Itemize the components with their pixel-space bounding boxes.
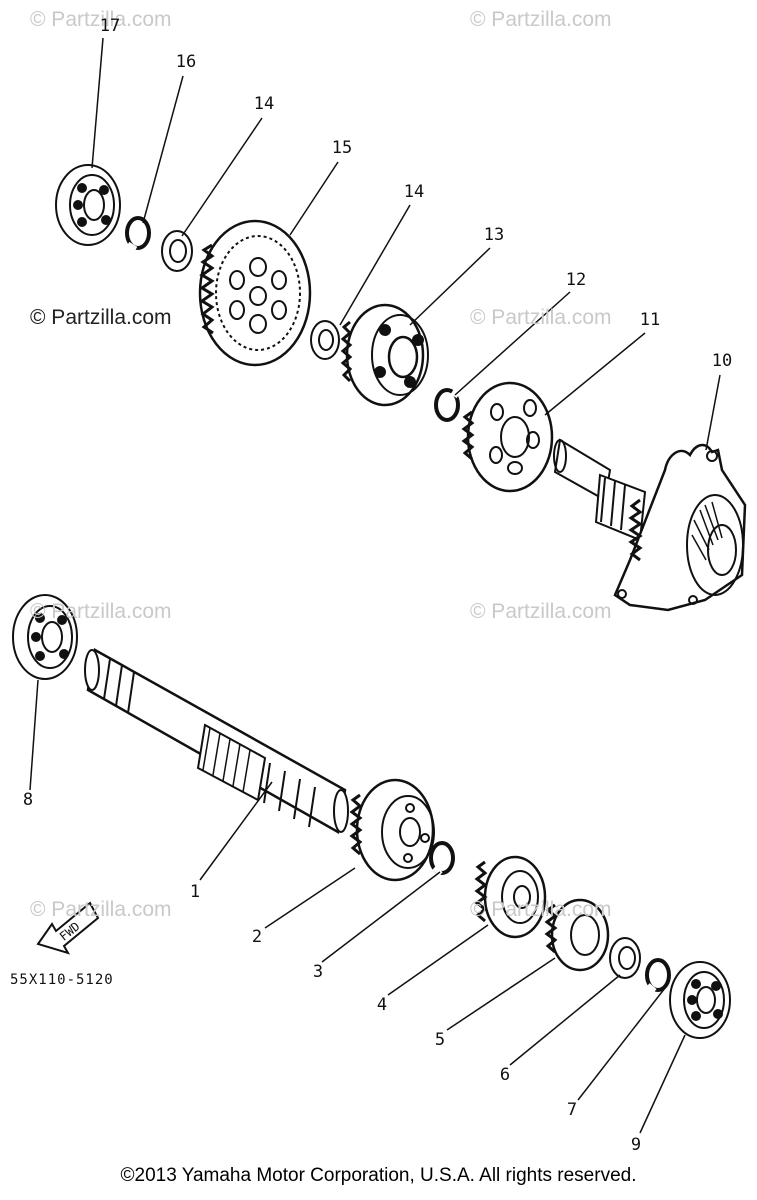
- part-14-washer-2[interactable]: [310, 320, 340, 360]
- callout-9[interactable]: 9: [630, 1135, 642, 1155]
- watermark: © Partzilla.com: [30, 8, 172, 31]
- watermark: © Partzilla.com: [470, 600, 612, 623]
- callout-13[interactable]: 13: [483, 225, 505, 245]
- part-11-gear[interactable]: [461, 381, 554, 493]
- part-10-output-shaft[interactable]: [553, 438, 747, 612]
- callout-2[interactable]: 2: [251, 927, 263, 947]
- callout-14[interactable]: 14: [403, 182, 425, 202]
- callout-12[interactable]: 12: [565, 270, 587, 290]
- callout-6[interactable]: 6: [499, 1065, 511, 1085]
- part-7-circlip[interactable]: [645, 958, 671, 993]
- part-4-gear[interactable]: [474, 855, 547, 939]
- part-15-gear[interactable]: [198, 219, 312, 367]
- callout-1[interactable]: 1: [189, 882, 201, 902]
- callout-14[interactable]: 14: [253, 94, 275, 114]
- watermark: © Partzilla.com: [470, 8, 612, 31]
- callout-10[interactable]: 10: [711, 351, 733, 371]
- part-14-washer[interactable]: [161, 230, 193, 272]
- callout-11[interactable]: 11: [639, 310, 661, 330]
- part-2-gear[interactable]: [349, 778, 435, 882]
- watermark: © Partzilla.com: [30, 306, 172, 329]
- copyright-notice: ©2013 Yamaha Motor Corporation, U.S.A. A…: [120, 1165, 637, 1186]
- watermark: © Partzilla.com: [470, 306, 612, 329]
- callout-7[interactable]: 7: [566, 1100, 578, 1120]
- part-8-bearing[interactable]: [12, 594, 78, 680]
- watermark: © Partzilla.com: [30, 898, 172, 921]
- part-9-bearing[interactable]: [669, 961, 731, 1039]
- part-1-main-shaft[interactable]: [84, 648, 349, 834]
- callout-15[interactable]: 15: [331, 138, 353, 158]
- callout-4[interactable]: 4: [376, 995, 388, 1015]
- callout-16[interactable]: 16: [175, 52, 197, 72]
- part-6-washer[interactable]: [609, 937, 641, 979]
- part-5-gear[interactable]: [544, 898, 610, 972]
- part-3-circlip[interactable]: [429, 841, 455, 876]
- callout-3[interactable]: 3: [312, 962, 324, 982]
- callout-17[interactable]: 17: [99, 16, 121, 36]
- diagram-code: 55X110-5120: [10, 972, 114, 988]
- part-16-circlip[interactable]: [125, 216, 151, 252]
- part-17-bearing[interactable]: [55, 164, 121, 246]
- leader-lines: [29, 37, 721, 1134]
- callout-8[interactable]: 8: [22, 790, 34, 810]
- part-13-gear[interactable]: [340, 303, 429, 407]
- callout-5[interactable]: 5: [434, 1030, 446, 1050]
- watermark: © Partzilla.com: [470, 898, 612, 921]
- watermark: © Partzilla.com: [30, 600, 172, 623]
